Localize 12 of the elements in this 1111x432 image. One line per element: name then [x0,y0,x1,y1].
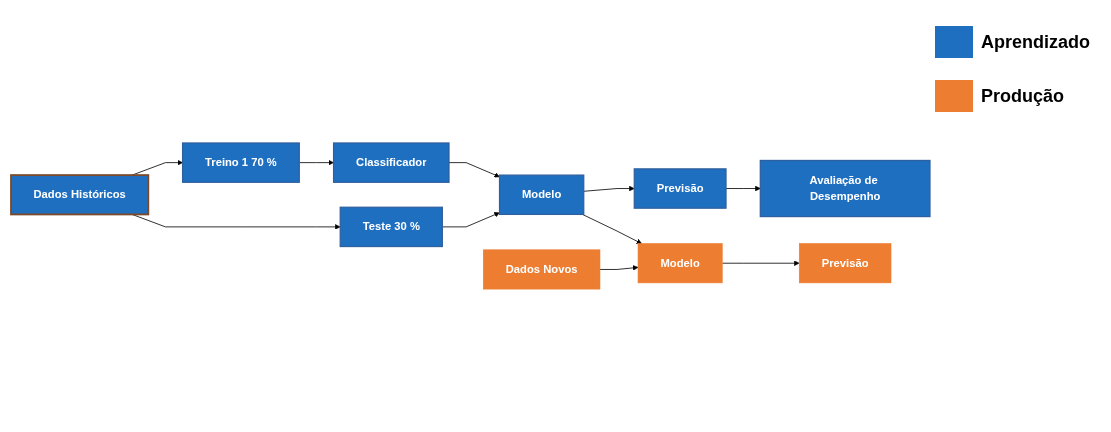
node-box: Modelo [637,243,723,284]
node-box: Previsão [798,243,892,284]
node-box: Dados Históricos [10,174,150,216]
node-box: Avaliação de Desempenho [759,159,931,218]
legend-label: Produção [981,85,1064,107]
node-box: Classificador [332,142,450,183]
node-box: Modelo [498,174,585,215]
node-box: Dados Novos [483,249,601,290]
legend-label: Aprendizado [981,31,1090,53]
node-box: Treino 1 70 % [181,142,300,183]
node-box: Teste 30 % [339,206,443,248]
node-box: Previsão [633,168,727,209]
